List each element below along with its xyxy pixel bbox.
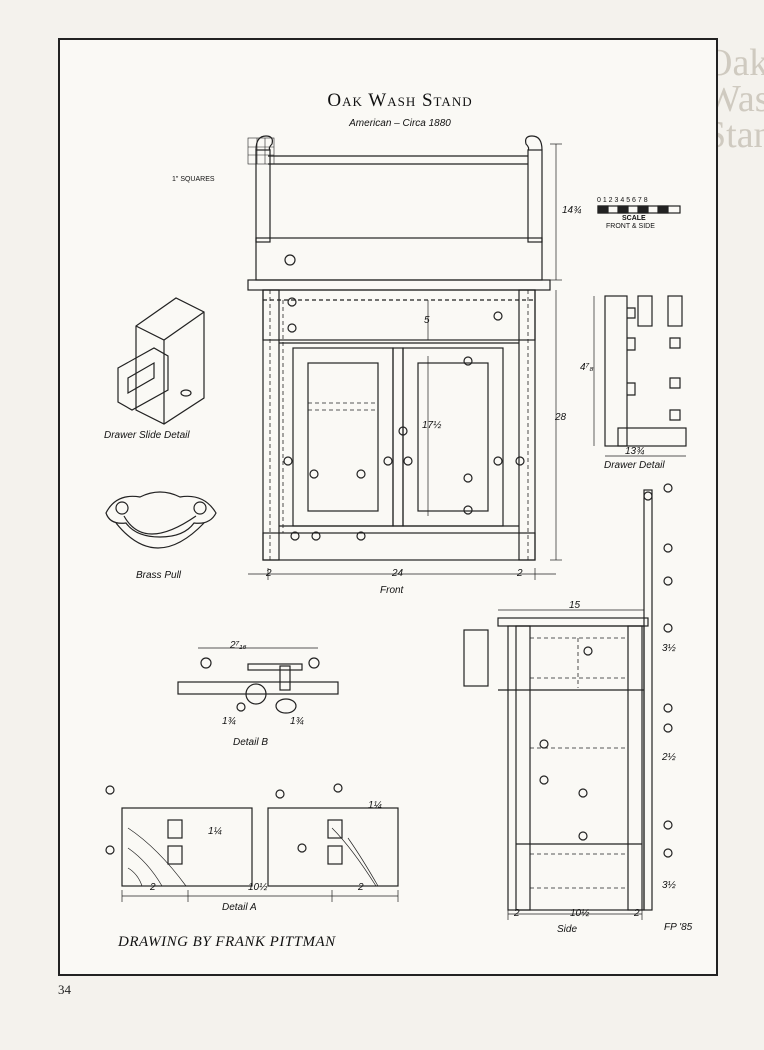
dim-drawer-depth: 4⁷₈	[580, 362, 594, 373]
dim-detail-b-top: 2⁷₁₆	[230, 640, 247, 651]
detail-b	[177, 647, 339, 714]
dim-drawer-width: 13¾	[625, 446, 645, 457]
scale-bar	[597, 205, 681, 214]
dim-front-left: 2	[266, 568, 272, 579]
brass-pull-label: Brass Pull	[136, 570, 182, 581]
technical-drawing	[105, 135, 687, 920]
dim-detail-a-mid: 10½	[248, 882, 268, 893]
page-number: 34	[58, 982, 71, 997]
dim-side-right: 2	[634, 908, 640, 919]
dim-detail-a-left: 2	[150, 882, 156, 893]
front-view	[247, 135, 551, 561]
drawer-slide-detail	[117, 297, 205, 425]
drawer-detail-label: Drawer Detail	[604, 460, 665, 471]
artist-signature: FP '85	[664, 922, 693, 933]
dim-side-c: 3½	[662, 880, 676, 891]
side-label: Side	[557, 924, 578, 935]
scale-sub-label: FRONT & SIDE	[606, 223, 655, 230]
scale-label: SCALE	[622, 215, 646, 222]
dim-side-width: 10½	[570, 908, 590, 919]
dim-side-top: 15	[569, 600, 581, 611]
squares-label: 1" SQUARES	[172, 176, 215, 183]
detail-a-label: Detail A	[222, 902, 257, 913]
dim-detail-a-right: 2	[358, 882, 364, 893]
dim-front-width: 24	[392, 568, 404, 579]
dim-detail-b-left: 1¾	[222, 716, 236, 727]
detail-a	[105, 783, 399, 902]
drawer-detail	[593, 295, 687, 457]
drawing-subtitle: American – Circa 1880	[349, 118, 451, 129]
dim-detail-b-right: 1¾	[290, 716, 304, 727]
dim-door-height: 17½	[422, 420, 442, 431]
detail-b-label: Detail B	[233, 737, 269, 748]
dim-side-a: 3½	[662, 643, 676, 654]
drawer-slide-label: Drawer Slide Detail	[104, 430, 190, 441]
dim-side-left: 2	[514, 908, 520, 919]
brass-pull	[105, 491, 217, 549]
dim-detail-a-rail-right: 1¼	[368, 800, 382, 811]
side-view	[463, 483, 673, 920]
dim-side-b: 2½	[662, 752, 676, 763]
dim-drawer-height: 5	[424, 315, 430, 326]
dim-front-right: 2	[517, 568, 523, 579]
dim-total-height: 28	[555, 412, 567, 423]
dim-top-height: 14¾	[562, 205, 582, 216]
scale-numbers: 0 1 2 3 4 5 6 7 8	[597, 197, 648, 204]
drawing-title: Oak Wash Stand	[327, 90, 473, 111]
dim-detail-a-rail-left: 1¼	[208, 826, 222, 837]
front-label: Front	[380, 585, 404, 596]
drawing-credit: DRAWING BY FRANK PITTMAN	[118, 934, 336, 950]
